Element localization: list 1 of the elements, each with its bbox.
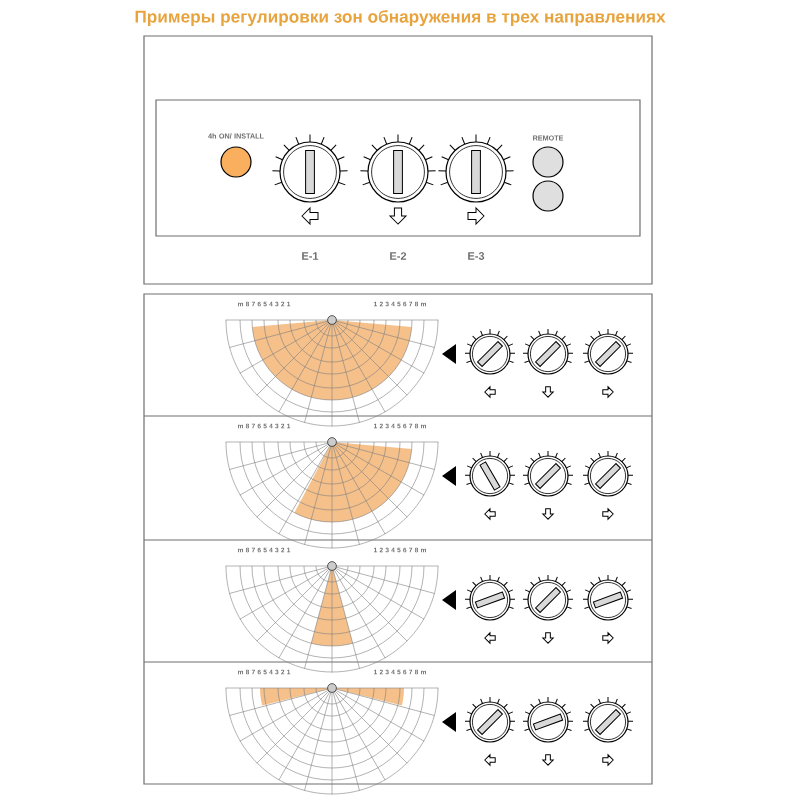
title: Примеры регулировки зон обнаружения в трех направлениях xyxy=(135,9,666,27)
